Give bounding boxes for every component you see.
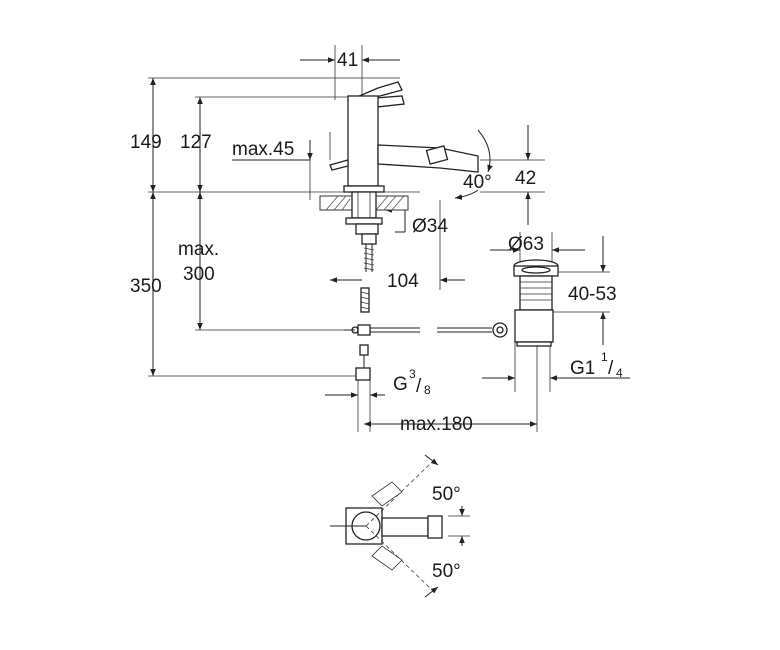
label-127: 127	[180, 132, 212, 153]
label-g-supply-slash: /	[416, 376, 422, 397]
label-g-waste-num: 1	[601, 350, 608, 364]
label-g-supply: G	[393, 374, 408, 395]
label-40-53: 40-53	[568, 284, 617, 305]
label-149: 149	[130, 132, 162, 153]
mixer-top-view	[330, 454, 470, 598]
dimension-lines	[150, 57, 630, 427]
label-g-waste-den: 4	[616, 366, 623, 380]
label-g-waste-slash: /	[608, 358, 614, 379]
label-40deg: 40°	[463, 172, 492, 193]
label-dia34: Ø34	[412, 216, 448, 237]
label-g-waste: G1	[570, 358, 595, 379]
mixer-side-view	[319, 81, 492, 381]
waste-valve	[492, 259, 559, 347]
label-g-supply-num: 3	[409, 367, 416, 381]
label-104: 104	[387, 271, 419, 292]
label-50deg-top: 50°	[432, 484, 461, 505]
label-dia63: Ø63	[508, 234, 544, 255]
label-max: max.	[178, 239, 219, 260]
label-41: 41	[337, 50, 358, 71]
label-50deg-bottom: 50°	[432, 561, 461, 582]
label-300: 300	[183, 264, 215, 285]
label-350: 350	[130, 276, 162, 297]
dimension-labels: 41 149 127 max.45 40° 42 Ø34 Ø63 max. 30…	[130, 50, 623, 582]
label-42: 42	[515, 168, 536, 189]
label-max45: max.45	[232, 139, 294, 160]
label-max180: max.180	[400, 414, 473, 435]
label-g-supply-den: 8	[424, 383, 431, 397]
